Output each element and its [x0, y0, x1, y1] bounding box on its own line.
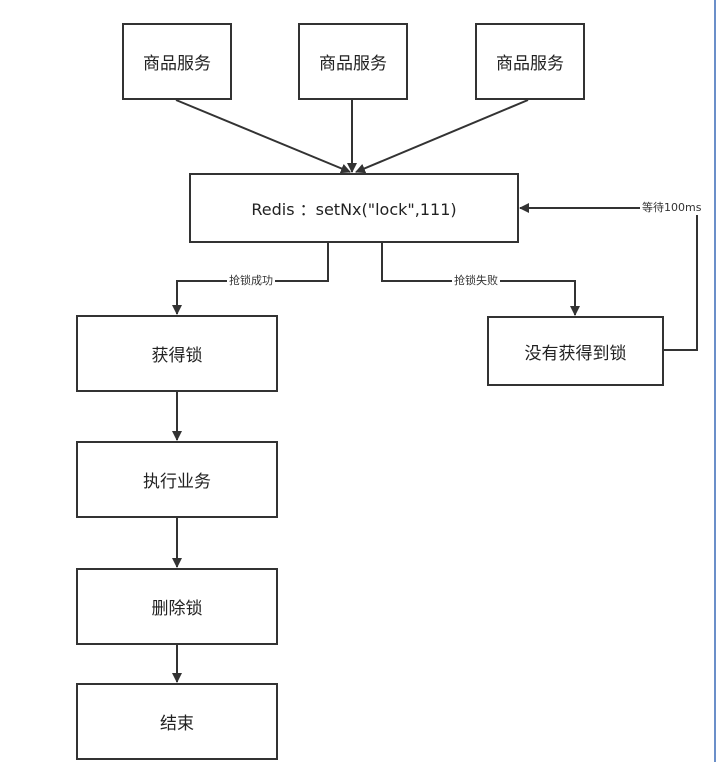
edge-service3-redis — [355, 99, 529, 174]
node-service-2: 商品服务 — [298, 23, 408, 100]
node-redis-setnx: Redis ：setNx("lock",111) — [189, 173, 519, 243]
node-not-acquired-lock: 没有获得到锁 — [487, 316, 664, 386]
node-delete-lock: 删除锁 — [76, 568, 278, 645]
label-lock-success: 抢锁成功 — [227, 274, 275, 288]
node-acquired-lock: 获得锁 — [76, 315, 278, 392]
label-wait-retry: 等待100ms — [640, 201, 704, 215]
node-service-3: 商品服务 — [475, 23, 585, 100]
window-edge-divider — [714, 0, 716, 762]
node-service-1: 商品服务 — [122, 23, 232, 100]
edge-retry-loop — [519, 203, 698, 351]
label-lock-failure: 抢锁失败 — [452, 274, 500, 288]
node-execute-business: 执行业务 — [76, 441, 278, 518]
edge-service1-redis — [175, 99, 351, 174]
node-end: 结束 — [76, 683, 278, 760]
